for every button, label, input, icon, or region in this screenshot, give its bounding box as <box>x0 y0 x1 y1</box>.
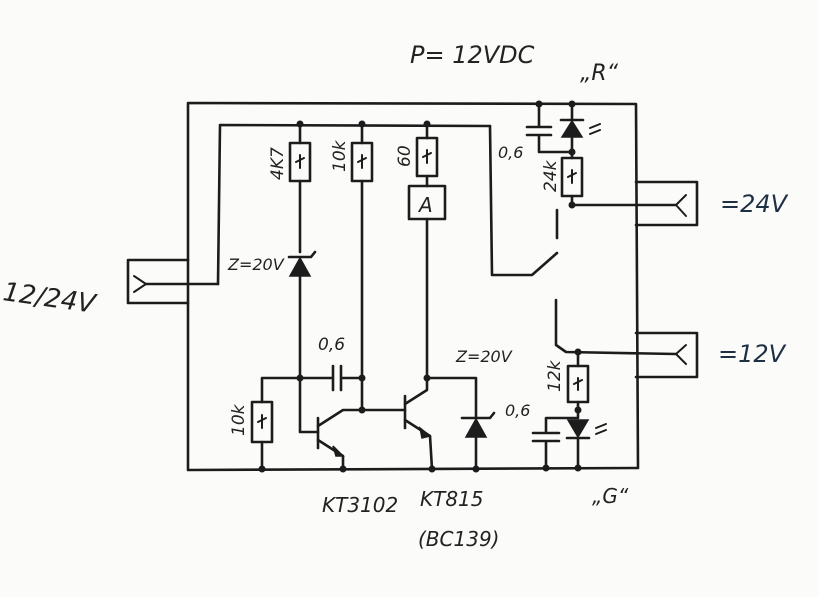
resistor-12k-label: 12k <box>545 359 565 392</box>
relay-r-label: „R“ <box>580 61 619 86</box>
wire-top-rail <box>216 123 559 286</box>
transistor-kt815 <box>360 376 434 471</box>
resistor-24k <box>560 156 584 207</box>
power-label: P= 12VDC <box>410 41 535 69</box>
zener-diode-right <box>425 376 496 471</box>
resistor-10k-bottom-label: 10k <box>229 403 249 436</box>
output-connector-12v <box>554 298 699 379</box>
output-connector-24v <box>570 180 699 227</box>
resistor-4k7 <box>288 122 312 254</box>
input-connector <box>126 258 220 305</box>
capacitor-bottom-label: 0,6 <box>505 401 530 420</box>
capacitor-bottom <box>531 431 561 470</box>
zener-right-label: Z=20V <box>455 347 513 366</box>
transistor-kt3102-label: KT3102 <box>322 493 398 517</box>
resistor-10k-bottom <box>250 376 302 471</box>
transistor-kt3102 <box>298 376 364 471</box>
capacitor-top <box>525 102 574 154</box>
junction-dots <box>258 100 582 473</box>
resistor-60 <box>415 122 439 188</box>
resistor-4k7-label: 4K7 <box>268 147 288 180</box>
transistor-alt-label: (BC139) <box>418 527 499 551</box>
enclosure-box <box>186 101 640 472</box>
output-24v-label: =24V <box>720 190 789 218</box>
output-12v-label: =12V <box>718 340 787 368</box>
input-voltage-label: 12/24V <box>1 277 99 320</box>
resistor-24k-label: 24k <box>541 159 561 192</box>
ammeter-label: A <box>417 193 433 217</box>
resistor-10k-top <box>350 122 374 412</box>
led-red <box>559 102 601 160</box>
zener-left-label: Z=20V <box>227 255 285 274</box>
led-green <box>565 419 607 470</box>
capacitor-middle-label: 0,6 <box>318 335 345 355</box>
zener-diode-left <box>287 250 317 380</box>
transistor-kt815-label: KT815 <box>420 487 484 511</box>
resistor-10k-top-label: 10k <box>330 139 350 172</box>
capacitor-top-label: 0,6 <box>498 143 523 162</box>
relay-g-label: „G“ <box>592 484 629 508</box>
capacitor-middle <box>298 364 364 392</box>
resistor-60-label: 60 <box>395 145 415 167</box>
ammeter <box>407 184 447 380</box>
